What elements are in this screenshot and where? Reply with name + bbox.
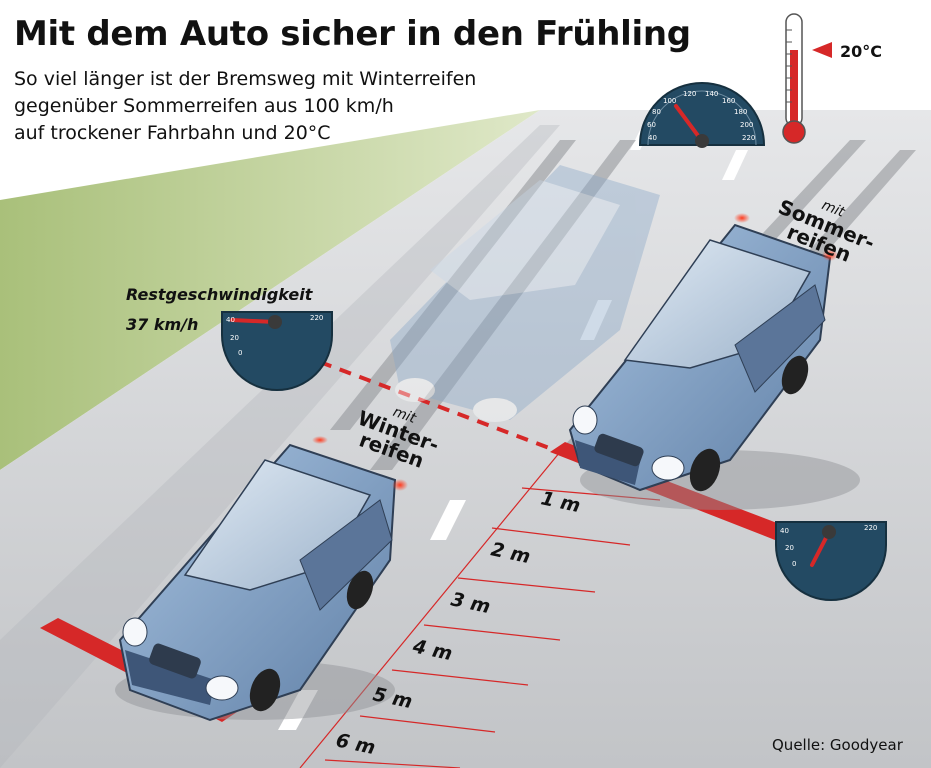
residual-speed-value: 37 km/h bbox=[126, 315, 199, 334]
winter-car bbox=[115, 436, 408, 722]
svg-text:220: 220 bbox=[742, 134, 755, 142]
svg-text:0: 0 bbox=[238, 349, 242, 357]
svg-text:180: 180 bbox=[734, 108, 747, 116]
svg-text:60: 60 bbox=[647, 121, 656, 129]
svg-text:120: 120 bbox=[683, 90, 696, 98]
svg-text:220: 220 bbox=[310, 314, 323, 322]
subtitle: So viel länger ist der Bremsweg mit Wint… bbox=[14, 66, 476, 147]
source-credit: Quelle: Goodyear bbox=[772, 736, 903, 754]
residual-gauge-icon: 40 20 0 220 bbox=[221, 311, 333, 391]
svg-text:100: 100 bbox=[663, 97, 676, 105]
summer-gauge-icon: 40 20 0 220 bbox=[775, 521, 887, 601]
subtitle-line-1: So viel länger ist der Bremsweg mit Wint… bbox=[14, 68, 477, 90]
speedometer-top-icon: 40 60 80 100 120 140 160 180 200 220 bbox=[638, 82, 766, 148]
svg-text:20: 20 bbox=[230, 334, 239, 342]
thermometer-icon bbox=[782, 13, 832, 144]
lane-markings bbox=[278, 130, 748, 730]
svg-text:80: 80 bbox=[652, 108, 661, 116]
subtitle-line-3: auf trockener Fahrbahn und 20°C bbox=[14, 122, 331, 144]
svg-text:160: 160 bbox=[722, 97, 735, 105]
ghost-car bbox=[390, 165, 660, 422]
svg-text:0: 0 bbox=[792, 560, 796, 568]
road-edge-shadow bbox=[0, 125, 560, 768]
svg-text:20: 20 bbox=[785, 544, 794, 552]
svg-text:40: 40 bbox=[648, 134, 657, 142]
temperature-label: 20°C bbox=[840, 42, 883, 61]
svg-text:40: 40 bbox=[226, 316, 235, 324]
summer-car bbox=[568, 213, 860, 510]
svg-text:220: 220 bbox=[864, 524, 877, 532]
distance-grid bbox=[299, 451, 661, 768]
reference-dashed-line bbox=[319, 360, 561, 454]
page-title: Mit dem Auto sicher in den Frühling bbox=[14, 14, 691, 54]
subtitle-line-2: gegenüber Sommerreifen aus 100 km/h bbox=[14, 95, 394, 117]
residual-speed-label: Restgeschwindigkeit bbox=[126, 285, 313, 304]
svg-text:40: 40 bbox=[780, 527, 789, 535]
svg-text:200: 200 bbox=[740, 121, 753, 129]
svg-text:140: 140 bbox=[705, 90, 718, 98]
